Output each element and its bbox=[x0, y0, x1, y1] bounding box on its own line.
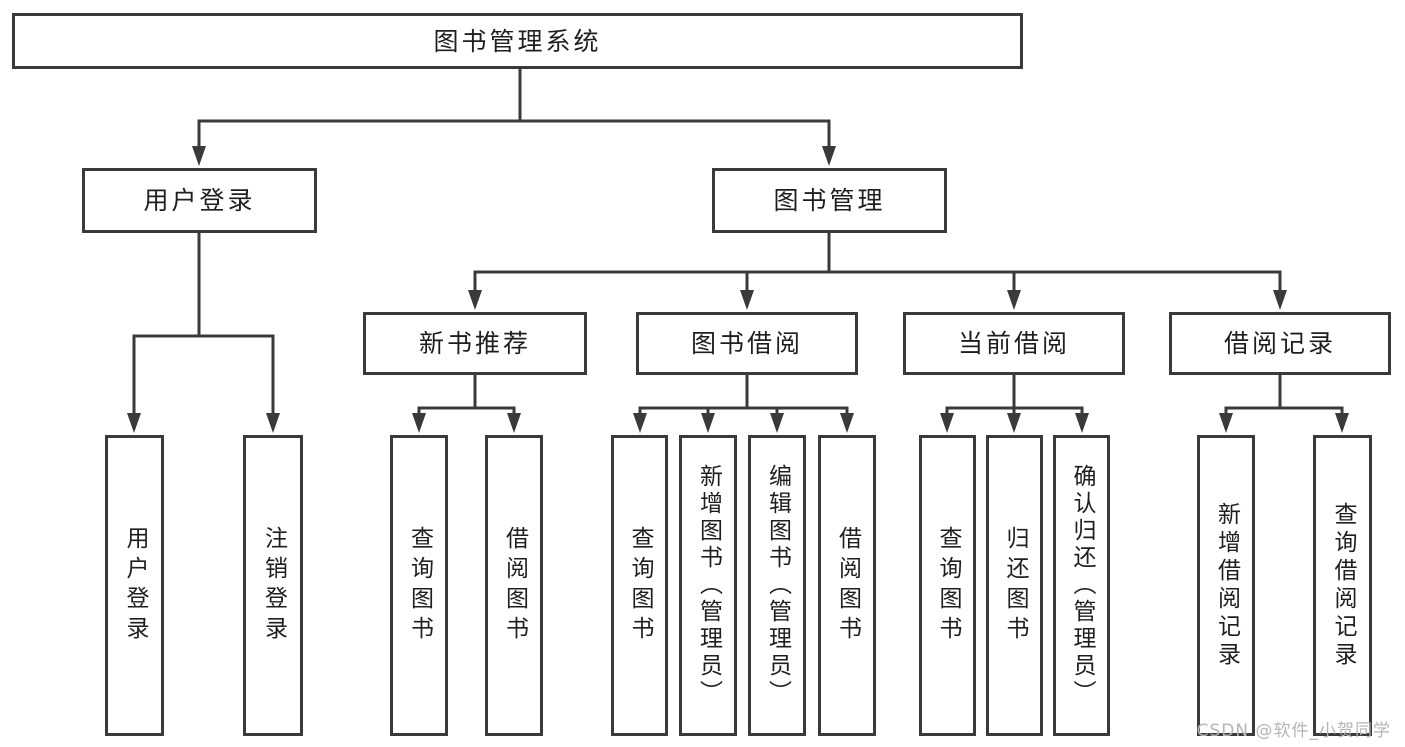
leaf-label: 归还图书 bbox=[1002, 525, 1028, 646]
leaf-label: 查询图书 bbox=[406, 525, 433, 646]
edge-root-to-level2 bbox=[197, 69, 831, 150]
edge-userlogin-to-leaves bbox=[132, 233, 275, 417]
edge-currentborrow-to-leaves bbox=[945, 375, 1084, 417]
leaf-add-borrow-record: 新增借阅记录 bbox=[1197, 435, 1255, 736]
node-label: 图书借阅 bbox=[690, 329, 803, 358]
leaf-label: 查询借阅记录 bbox=[1330, 501, 1356, 670]
node-user-login: 用户登录 bbox=[82, 168, 317, 233]
node-borrow-records: 借阅记录 bbox=[1169, 312, 1391, 375]
node-label: 用户登录 bbox=[143, 186, 256, 215]
arrowhead bbox=[701, 413, 715, 433]
leaf-query-borrow-record: 查询借阅记录 bbox=[1313, 435, 1372, 736]
leaf-borrow-book-2: 借阅图书 bbox=[818, 435, 876, 736]
node-label: 当前借阅 bbox=[957, 329, 1070, 358]
leaf-label: 新增借阅记录 bbox=[1213, 501, 1240, 670]
edge-newbook-to-leaves bbox=[417, 375, 516, 417]
leaf-label: 借阅图书 bbox=[834, 525, 861, 646]
arrowhead bbox=[1273, 290, 1287, 310]
arrowhead bbox=[1007, 290, 1021, 310]
node-label: 借阅记录 bbox=[1223, 329, 1336, 358]
arrowhead bbox=[192, 146, 206, 166]
node-label: 图书管理 bbox=[773, 186, 886, 215]
arrowhead bbox=[1007, 413, 1021, 433]
leaf-query-book-2: 查询图书 bbox=[611, 435, 668, 736]
leaf-query-book-1: 查询图书 bbox=[390, 435, 448, 736]
edge-bookmgmt-to-level3 bbox=[473, 233, 1282, 294]
arrowhead bbox=[127, 413, 141, 433]
leaf-label: 借阅图书 bbox=[501, 525, 528, 646]
arrowhead bbox=[840, 413, 854, 433]
leaf-label: 用户登录 bbox=[122, 525, 148, 646]
arrowhead bbox=[822, 146, 836, 166]
edge-borrowrecord-to-leaves bbox=[1224, 375, 1344, 417]
node-label: 图书管理系统 bbox=[433, 26, 602, 56]
leaf-query-book-3: 查询图书 bbox=[919, 435, 976, 736]
leaf-label: 注销登录 bbox=[260, 525, 287, 646]
node-current-borrow: 当前借阅 bbox=[903, 312, 1125, 375]
arrowhead bbox=[1335, 413, 1349, 433]
leaf-label: 确认归还（管理员） bbox=[1069, 464, 1095, 707]
node-label: 新书推荐 bbox=[418, 329, 531, 358]
arrowhead bbox=[740, 290, 754, 310]
arrowhead bbox=[507, 413, 521, 433]
arrowhead bbox=[412, 413, 426, 433]
leaf-return-book: 归还图书 bbox=[986, 435, 1043, 736]
leaf-label: 新增图书（管理员） bbox=[695, 464, 722, 707]
leaf-confirm-return-admin: 确认归还（管理员） bbox=[1053, 435, 1110, 736]
edge-bookborrow-to-leaves bbox=[638, 375, 849, 417]
csdn-watermark: CSDN @软件_小贺同学 bbox=[1196, 721, 1391, 741]
node-library-system: 图书管理系统 bbox=[12, 13, 1023, 69]
leaf-user-login: 用户登录 bbox=[105, 435, 164, 736]
node-book-borrow: 图书借阅 bbox=[636, 312, 858, 375]
arrowhead bbox=[1219, 413, 1233, 433]
leaf-edit-book-admin: 编辑图书（管理员） bbox=[748, 435, 806, 736]
node-new-book-recommend: 新书推荐 bbox=[363, 312, 587, 375]
arrowhead bbox=[940, 413, 954, 433]
leaf-add-book-admin: 新增图书（管理员） bbox=[679, 435, 737, 736]
leaf-label: 查询图书 bbox=[935, 525, 961, 646]
arrowhead bbox=[1075, 413, 1089, 433]
leaf-logout: 注销登录 bbox=[243, 435, 303, 736]
arrowhead bbox=[633, 413, 647, 433]
arrowhead bbox=[266, 413, 280, 433]
leaf-borrow-book-1: 借阅图书 bbox=[485, 435, 543, 736]
node-book-management: 图书管理 bbox=[712, 168, 947, 233]
leaf-label: 查询图书 bbox=[627, 525, 653, 646]
arrowhead bbox=[468, 290, 482, 310]
leaf-label: 编辑图书（管理员） bbox=[764, 464, 791, 707]
arrowhead bbox=[770, 413, 784, 433]
